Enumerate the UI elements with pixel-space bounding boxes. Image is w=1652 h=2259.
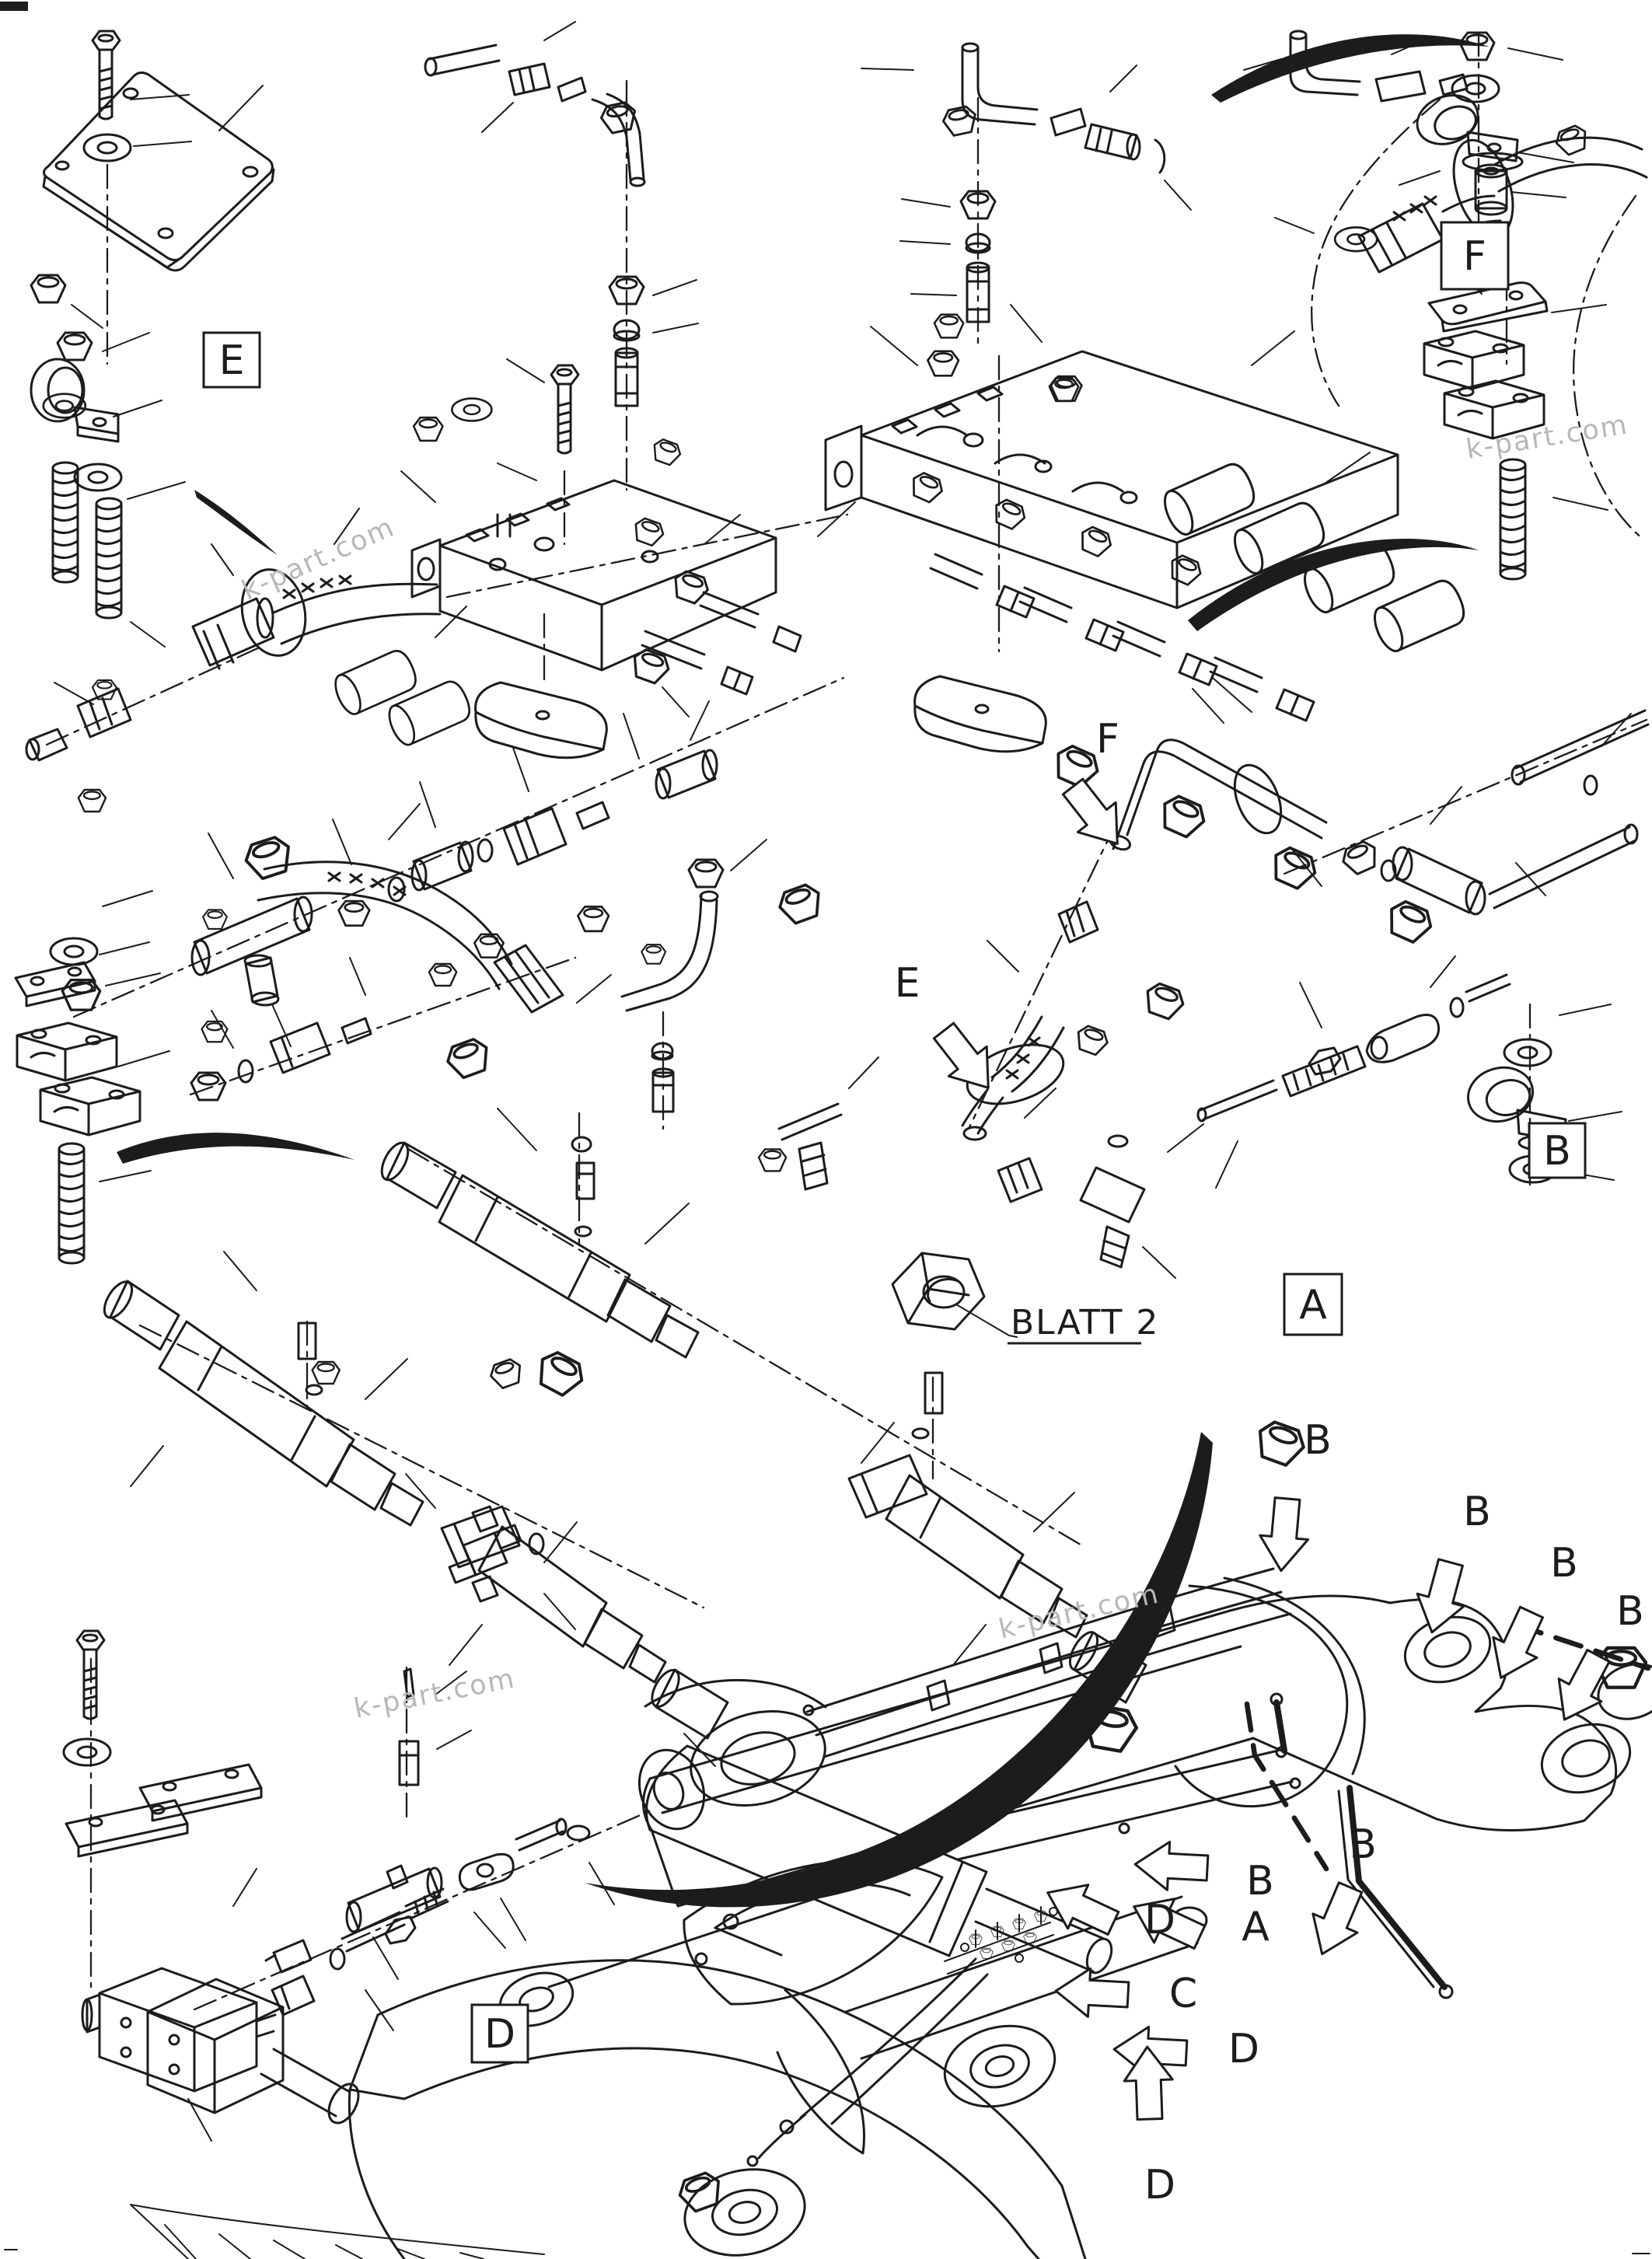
- clamp-stack-group-f: [1333, 31, 1608, 581]
- upper-right-piping: [861, 30, 1648, 541]
- left-clamp-column: [14, 890, 170, 1265]
- cushion-valve-b: [103, 909, 705, 1609]
- elbow-tube-group: [577, 839, 767, 1130]
- cushion-valve-c: [641, 944, 1147, 1704]
- swivel-banjo-bolt: [1072, 1022, 1646, 1688]
- reference-box-e: E: [202, 331, 261, 389]
- direction-arrow-layer: [924, 770, 1621, 2121]
- bottom-edge-hatch: [130, 2204, 545, 2259]
- flow-label-b: B: [1349, 1821, 1377, 1868]
- direction-arrow-icon: [1298, 1877, 1374, 1965]
- reference-box-letter: D: [484, 2011, 515, 2058]
- reference-box-f: F: [1440, 221, 1510, 291]
- blatt2-hex-nut: [891, 1252, 1018, 1338]
- linkage-fitting-cluster: [944, 1906, 1058, 1974]
- left-stud-group: [73, 463, 186, 620]
- flow-label-c: C: [1169, 1971, 1197, 2017]
- mid-fitting-subrow: [189, 899, 577, 1102]
- boom-hose-bundle: [802, 1567, 1454, 1999]
- direction-arrow-icon: [1053, 1965, 1131, 2020]
- reference-box-a: A: [1283, 1273, 1343, 1336]
- watermark-text: k-part.com: [351, 1663, 518, 1724]
- cube-block-chain: [146, 1817, 568, 2125]
- direction-arrow-icon: [1407, 1555, 1476, 1640]
- reference-box-d: D: [470, 2003, 529, 2064]
- watermark-text: k-part.com: [1464, 409, 1630, 465]
- reference-box-b: B: [1528, 1122, 1587, 1179]
- flow-label-e: E: [895, 960, 920, 1007]
- banjo-and-plug: [777, 1056, 1652, 2083]
- direction-arrow-icon: [1053, 770, 1138, 860]
- flow-label-b: B: [1550, 1540, 1578, 1587]
- flow-label-d: D: [1228, 2026, 1259, 2072]
- flow-label-d: D: [1144, 1897, 1175, 1943]
- direction-arrow-icon: [1133, 1838, 1210, 1894]
- swoosh-arrows: [117, 34, 1490, 1908]
- cushion-valve-a: [380, 933, 1086, 1548]
- braided-hose-lower: [257, 803, 612, 1402]
- flow-label-b: B: [1304, 1417, 1332, 1464]
- reference-box-letter: A: [1299, 1282, 1327, 1329]
- braided-hose-upper: [25, 508, 849, 884]
- reference-box-letter: E: [219, 337, 245, 384]
- callout-blatt2: BLATT 2: [1011, 1303, 1159, 1342]
- flow-label-a: A: [1242, 1904, 1270, 1950]
- f-pipe-e-hose-route: [961, 688, 1328, 1468]
- watermark-text: k-part.com: [237, 512, 400, 606]
- cushion-valve-d: [440, 1505, 729, 1767]
- callout-layer: BLATT 2: [1008, 1303, 1159, 1345]
- cross-fitting-group: [405, 1356, 576, 1630]
- hose-clamp-group-e: [30, 331, 162, 584]
- flow-label-b: B: [1463, 1489, 1491, 1535]
- pilot-valve-block: [329, 416, 802, 759]
- adjuster-stud: [1196, 955, 1511, 1189]
- flow-label-f: F: [1096, 716, 1119, 763]
- flow-label-b: B: [1616, 1588, 1644, 1635]
- solenoid-manifold-block: [817, 304, 1471, 948]
- direction-arrow-icon: [924, 1014, 1009, 1104]
- direction-arrow-icon: [1036, 1870, 1125, 1947]
- flow-label-b: B: [1246, 1858, 1274, 1905]
- direction-arrow-icon: [1256, 1495, 1313, 1574]
- solenoid-valve-d-group: [62, 1360, 727, 2216]
- mid-fitting-row: [72, 676, 845, 1083]
- reference-box-letter: F: [1463, 233, 1486, 280]
- reference-box-letter: B: [1543, 1128, 1571, 1175]
- flow-label-d: D: [1144, 2162, 1175, 2208]
- pilot-tube-elbow-group: [424, 21, 699, 546]
- cover-plate-group: [30, 30, 275, 365]
- right-pipe-run: [1283, 122, 1650, 916]
